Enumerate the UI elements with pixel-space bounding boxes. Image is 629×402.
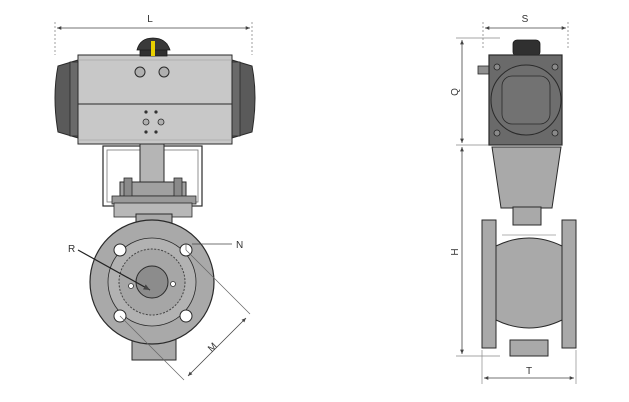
indicator-pointer bbox=[151, 41, 155, 56]
dimension-h-label: H bbox=[450, 248, 461, 255]
dimension-m-label: M bbox=[206, 341, 220, 355]
dimension-h: H bbox=[450, 147, 500, 357]
dimension-q-label: Q bbox=[450, 88, 461, 96]
dimension-l-label: L bbox=[147, 14, 153, 25]
dimension-s: S bbox=[482, 14, 569, 48]
bolt-hole-bottom-right bbox=[179, 309, 193, 323]
side-bottom-stub bbox=[509, 339, 549, 357]
air-port-left bbox=[134, 66, 146, 78]
actuator-body bbox=[77, 54, 233, 145]
front-view: L bbox=[54, 14, 256, 381]
air-port-right bbox=[158, 66, 170, 78]
side-bracket bbox=[491, 146, 562, 209]
side-view: S Q H bbox=[450, 14, 577, 384]
dimension-t: T bbox=[481, 350, 577, 384]
side-flange-right bbox=[561, 219, 577, 349]
dimension-r-label: R bbox=[68, 244, 75, 255]
dimension-s-label: S bbox=[522, 14, 529, 25]
position-indicator bbox=[136, 37, 171, 57]
bolt-hole-top-left bbox=[113, 243, 127, 257]
mounting-bracket bbox=[102, 143, 203, 218]
side-flange-left bbox=[481, 219, 497, 349]
side-valve-body bbox=[495, 237, 563, 329]
dimension-n: N bbox=[185, 240, 243, 251]
dimension-l: L bbox=[54, 14, 253, 55]
dimension-r: R bbox=[68, 244, 151, 291]
dimension-t-label: T bbox=[526, 366, 532, 377]
valve-bore bbox=[135, 265, 169, 299]
dimension-n-label: N bbox=[236, 240, 243, 251]
